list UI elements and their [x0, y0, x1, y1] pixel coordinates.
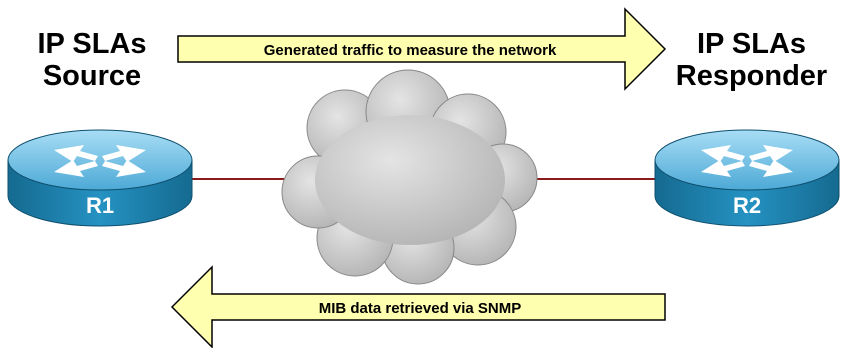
router-r1-label: R1	[86, 193, 114, 218]
bottom-arrow: MIB data retrieved via SNMP	[170, 265, 666, 348]
responder-title-line1: IP SLAs	[696, 28, 807, 60]
router-r2-label: R2	[733, 193, 761, 218]
top-arrow-label: Generated traffic to measure the network	[264, 42, 557, 59]
responder-title-line2: Responder	[675, 60, 828, 92]
router-r2-arrows-icon	[701, 145, 793, 177]
router-r1: R1	[7, 129, 193, 227]
router-r1-top	[7, 129, 193, 191]
bottom-arrow-shape	[170, 265, 666, 348]
source-title-line1: IP SLAs	[37, 28, 147, 60]
responder-title: IP SLAs Responder	[664, 28, 839, 92]
router-r1-arrows-icon	[54, 145, 146, 177]
bottom-arrow-label: MIB data retrieved via SNMP	[319, 300, 522, 317]
network-cloud	[281, 69, 538, 285]
top-arrow: Generated traffic to measure the network	[177, 7, 667, 91]
source-title-line2: Source	[42, 60, 142, 92]
top-arrow-shape	[177, 7, 667, 91]
router-r2-top	[654, 129, 840, 191]
router-r2: R2	[654, 129, 840, 227]
source-title: IP SLAs Source	[22, 28, 162, 92]
